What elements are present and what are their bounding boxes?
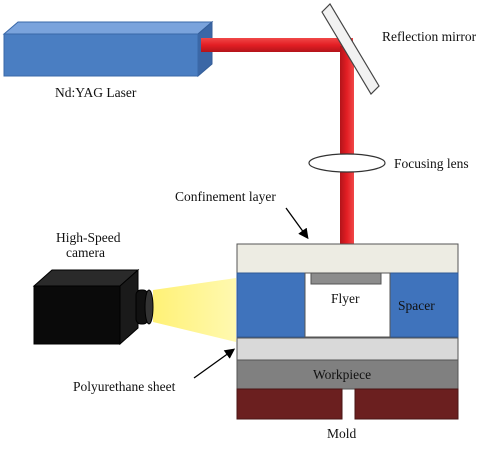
high-speed-camera xyxy=(32,268,154,346)
camera-label-line1: High-Speed xyxy=(56,230,121,245)
workpiece xyxy=(236,359,459,390)
mirror-label: Reflection mirror xyxy=(382,29,477,44)
mold-right xyxy=(354,388,459,420)
reflection-mirror xyxy=(321,3,380,95)
confinement-label: Confinement layer xyxy=(175,189,276,204)
focusing-lens xyxy=(308,153,386,173)
mold-label: Mold xyxy=(327,426,357,441)
mold-left xyxy=(236,388,343,420)
laser-box xyxy=(2,20,214,78)
camera-light-cone xyxy=(153,278,236,342)
lens-label: Focusing lens xyxy=(394,156,469,171)
spacer-label: Spacer xyxy=(398,298,435,313)
laser-beam-vertical xyxy=(340,46,354,246)
flyer xyxy=(310,272,382,285)
workpiece-label: Workpiece xyxy=(313,367,372,382)
spacer-right xyxy=(389,272,459,338)
laser-beam-horizontal xyxy=(201,38,353,52)
camera-label-line2: camera xyxy=(66,245,105,260)
confinement-layer xyxy=(236,243,459,274)
polyurethane-sheet xyxy=(236,337,459,361)
confinement-arrow xyxy=(285,207,309,240)
polyurethane-arrow xyxy=(193,348,236,379)
polyurethane-label: Polyurethane sheet xyxy=(73,379,176,394)
spacer-left xyxy=(236,272,306,338)
laser-label: Nd:YAG Laser xyxy=(55,85,137,100)
flyer-label: Flyer xyxy=(331,291,360,306)
